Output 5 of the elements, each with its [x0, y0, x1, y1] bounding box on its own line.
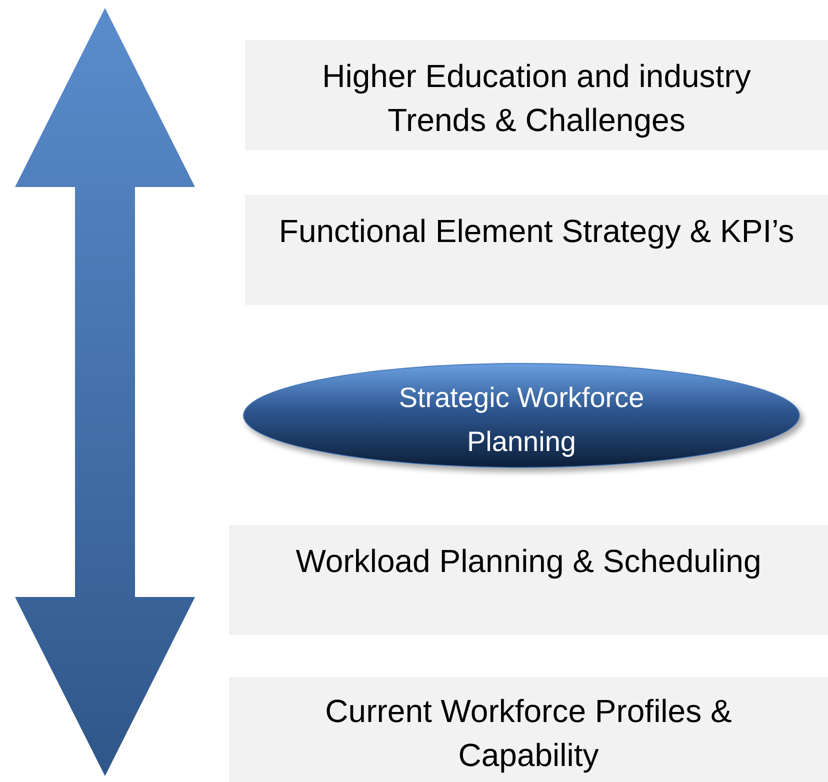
node-label: Workload Planning & Scheduling: [294, 542, 762, 581]
node-label: Strategic Workforce Planning: [398, 381, 646, 459]
node-label: Higher Education and industry Trends & Challenges: [321, 57, 752, 140]
node-label: Current Workforce Profiles & Capability: [324, 692, 733, 775]
node-label: Functional Element Strategy & KPI’s: [278, 212, 796, 251]
